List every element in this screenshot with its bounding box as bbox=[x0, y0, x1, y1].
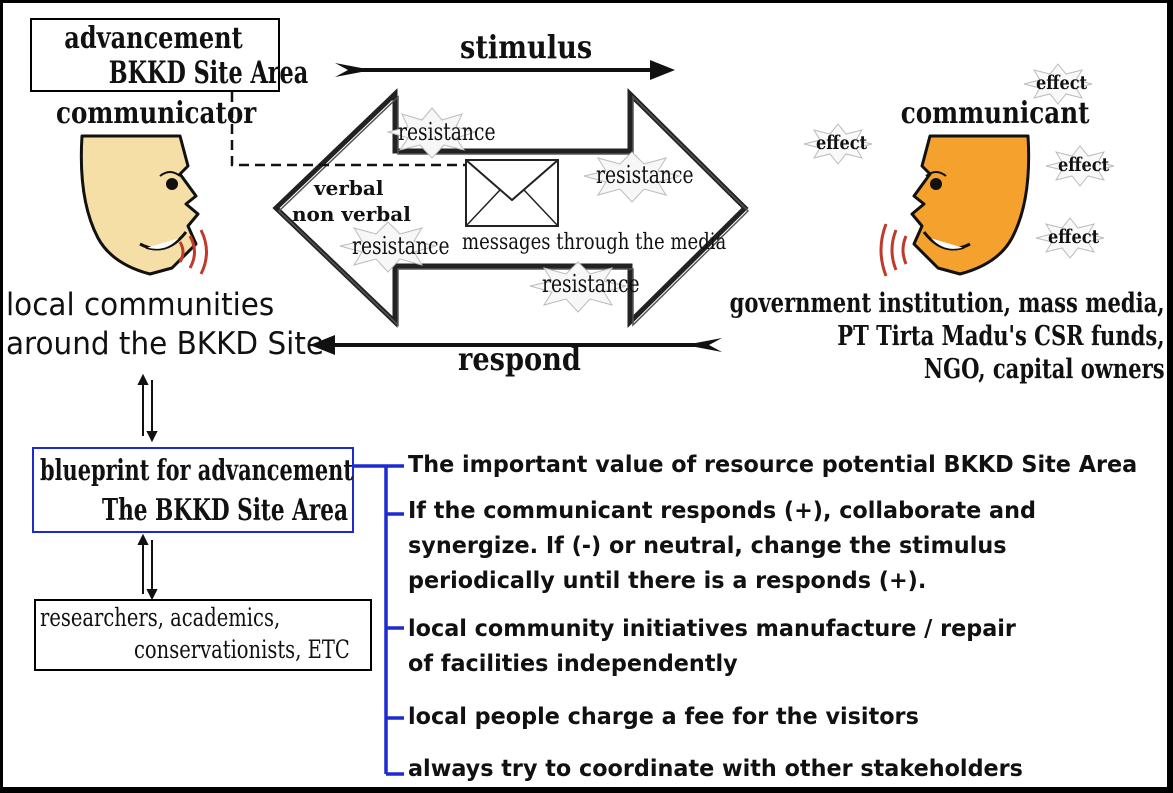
advancement-box: advancement BKKD Site Area bbox=[30, 18, 308, 92]
effect-burst-3 bbox=[1045, 145, 1115, 187]
effect-label-4: effect bbox=[1048, 226, 1100, 248]
advancement-box-line2: BKKD Site Area bbox=[108, 55, 309, 91]
communicant-parties-line2: PT Tirta Madu's CSR funds, bbox=[837, 321, 1165, 352]
local-communities-label: local communities around the BKKD Site bbox=[6, 286, 324, 364]
resistance-label-3: resistance bbox=[352, 232, 450, 260]
communicant-face bbox=[910, 134, 1031, 276]
communicant-parties-line1: government institution, mass media, bbox=[730, 288, 1165, 319]
resistance-label-1: resistance bbox=[398, 118, 496, 146]
researchers-box: researchers, academics, conservationists… bbox=[34, 599, 372, 671]
bullet-2-line1: If the communicant responds (+), collabo… bbox=[408, 498, 1036, 524]
bullet-item-5: always try to coordinate with other stak… bbox=[408, 752, 1023, 787]
effect-burst-4 bbox=[1035, 217, 1105, 259]
effect-label-3: effect bbox=[1058, 154, 1110, 176]
bullet-5-line1: always try to coordinate with other stak… bbox=[408, 756, 1023, 782]
resistance-burst-2 bbox=[583, 151, 681, 203]
communicant-parties: government institution, mass media, PT T… bbox=[730, 287, 1165, 386]
messages-label: messages through the media bbox=[462, 230, 727, 255]
envelope-icon bbox=[465, 159, 559, 227]
resistance-burst-3 bbox=[339, 221, 437, 273]
stimulus-label: stimulus bbox=[460, 28, 593, 66]
bullet-2-line3: periodically until there is a responds (… bbox=[408, 568, 927, 594]
bullet-item-1: The important value of resource potentia… bbox=[408, 448, 1137, 483]
researchers-box-line2: conservationists, ETC bbox=[134, 635, 350, 664]
effect-label-1: effect bbox=[1036, 72, 1088, 94]
verbal-label: verbal bbox=[314, 176, 384, 200]
bullet-2-line2: synergize. If (-) or neutral, change the… bbox=[408, 533, 1007, 559]
bullet-item-4: local people charge a fee for the visito… bbox=[408, 700, 919, 735]
bullet-item-3: local community initiatives manufacture … bbox=[408, 612, 1016, 682]
communicant-sound-waves bbox=[879, 223, 908, 277]
bullet-3-line2: of facilities independently bbox=[408, 651, 738, 677]
stimulus-arrow bbox=[335, 60, 675, 80]
bidirectional-arrow-upper bbox=[137, 373, 158, 443]
bidirectional-arrow-lower bbox=[137, 533, 158, 601]
blueprint-box-line1: blueprint for advancement bbox=[40, 453, 353, 487]
nonverbal-label: non verbal bbox=[292, 202, 411, 226]
resistance-label-4: resistance bbox=[542, 270, 640, 298]
effect-label-2: effect bbox=[816, 132, 868, 154]
dashed-connector bbox=[230, 92, 466, 167]
effect-burst-1 bbox=[1023, 63, 1093, 105]
bullet-3-line1: local community initiatives manufacture … bbox=[408, 616, 1016, 642]
bullet-item-2: If the communicant responds (+), collabo… bbox=[408, 494, 1036, 599]
communicant-parties-line3: NGO, capital owners bbox=[924, 354, 1165, 385]
advancement-box-line1: advancement bbox=[64, 21, 243, 56]
effect-burst-2 bbox=[803, 123, 873, 165]
researchers-box-line1: researchers, academics, bbox=[40, 603, 281, 632]
respond-arrow bbox=[310, 335, 722, 355]
communicant-label: communicant bbox=[900, 96, 1090, 131]
blueprint-box-line2: The BKKD Site Area bbox=[102, 493, 349, 528]
bullet-1-line1: The important value of resource potentia… bbox=[408, 452, 1138, 478]
local-communities-line1: local communities bbox=[6, 287, 275, 323]
local-communities-line2: around the BKKD Site bbox=[6, 326, 325, 362]
communicator-sound-waves bbox=[178, 229, 208, 275]
bullet-4-line1: local people charge a fee for the visito… bbox=[408, 704, 919, 730]
communicator-face bbox=[79, 134, 200, 276]
communicator-label: communicator bbox=[55, 96, 257, 131]
resistance-burst-1 bbox=[386, 107, 478, 159]
resistance-label-2: resistance bbox=[596, 161, 694, 189]
resistance-burst-4 bbox=[529, 261, 627, 313]
blueprint-box: blueprint for advancement The BKKD Site … bbox=[32, 447, 354, 533]
respond-label: respond bbox=[458, 340, 581, 378]
blueprint-bracket bbox=[354, 464, 404, 776]
